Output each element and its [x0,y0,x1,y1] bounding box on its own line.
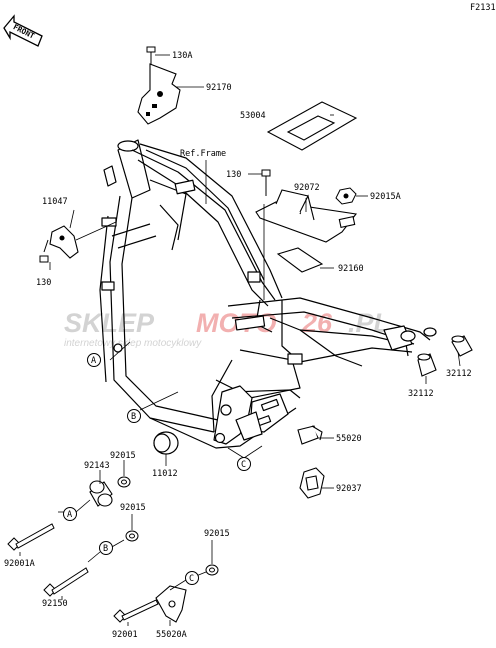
pad-53004-icon [266,101,358,151]
callout-c-parts: C [185,571,199,585]
ref-frame-label: Ref.Frame [180,149,226,159]
collar-55020-icon [297,425,323,445]
part-label-130-left: 130 [36,278,51,288]
bracket-92072-icon [255,189,358,243]
bracket-hole-icon [157,91,163,97]
part-label-55020: 55020 [336,434,362,444]
part-label-32112-right: 32112 [446,369,472,379]
part-label-55020a: 55020A [156,630,187,640]
bracket-hole-icon [152,104,157,108]
part-label-130a: 130A [172,51,192,61]
nut-92015a-icon [335,187,357,205]
svg-text:A: A [67,510,72,520]
bracket-hole-icon [146,112,150,116]
part-label-92170: 92170 [206,83,232,93]
svg-text:C: C [189,574,194,584]
leader-lines [19,54,461,626]
callout-a-frame: A [87,353,101,367]
bolt-130-left-icon [39,239,49,263]
cap-11012-icon [153,431,179,455]
bracket-11047-icon [49,225,79,259]
part-label-130-top: 130 [226,170,241,180]
bolt-130a-icon [146,46,156,66]
part-label-92015-b: 92015 [120,503,146,513]
part-label-92037: 92037 [336,484,362,494]
main-frame [99,139,437,449]
part-label-92001a: 92001A [4,559,35,569]
svg-text:A: A [91,356,96,366]
diagram-code: F2131 [470,3,496,13]
watermark-tagline: internetowy sklep motocyklowy [64,338,202,349]
grommet-32112-right-icon [451,335,473,357]
svg-text:B: B [131,412,136,422]
callout-c-frame: C [237,457,251,471]
clamp-92037-icon [299,467,325,499]
part-label-32112-left: 32112 [408,389,434,399]
part-label-92072: 92072 [294,183,320,193]
callout-b-parts: B [99,541,113,555]
bracket-55020a-icon [155,585,187,623]
bolt-130-icon [261,169,271,196]
bolt-92001a-icon [7,523,55,551]
bolt-92001-icon [113,599,159,623]
part-label-92160: 92160 [338,264,364,274]
part-label-92015-a: 92015 [110,451,136,461]
part-label-92015-c: 92015 [204,529,230,539]
bolt-92150-icon [43,567,89,597]
part-label-11047: 11047 [42,197,68,207]
svg-text:C: C [241,460,246,470]
watermark-brand-a: SKLEP [64,308,155,338]
washer-92015-b-icon [125,530,139,542]
front-arrow-icon: FRONT [3,14,43,47]
part-label-53004: 53004 [240,111,266,121]
callout-a-parts: A [63,507,77,521]
part-label-92150: 92150 [42,599,68,609]
part-label-92143: 92143 [84,461,110,471]
washer-92015-a-icon [117,476,131,488]
svg-text:B: B [103,544,108,554]
washer-92015-c-icon [205,564,219,576]
sleeve-92143-icon [89,480,113,507]
part-label-92015a: 92015A [370,192,401,202]
part-label-11012: 11012 [152,469,178,479]
callout-b-frame: B [127,409,141,423]
pad-92160-icon [276,247,324,273]
part-label-92001: 92001 [112,630,138,640]
grommet-32112-left-icon [417,353,437,377]
